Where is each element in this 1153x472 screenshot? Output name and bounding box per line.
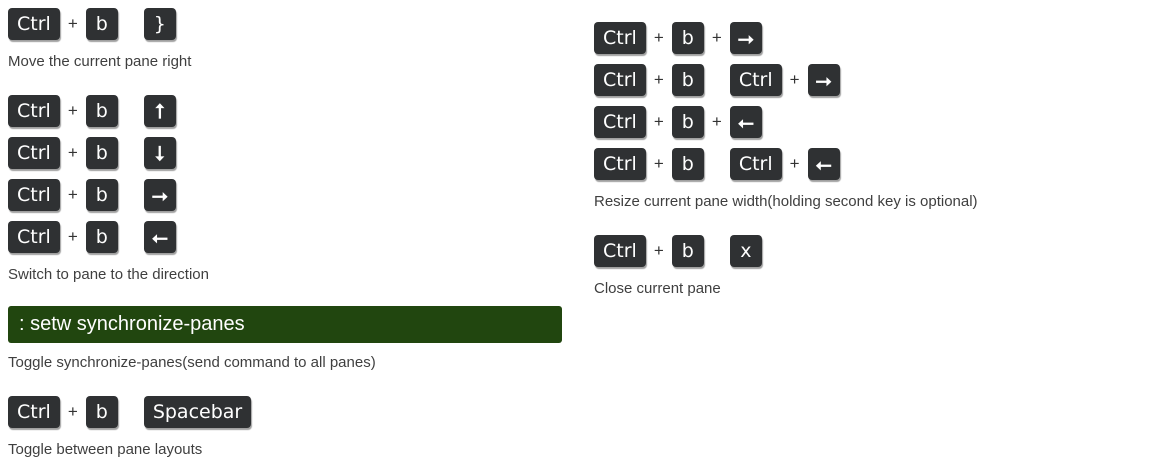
shortcut-switch-left: Ctrl + b ⭠ (8, 220, 176, 254)
plus-sign: + (711, 112, 722, 131)
arrow-right-icon: ⭢ (729, 22, 762, 54)
arrow-left-icon: ⭠ (729, 106, 762, 138)
shortcut-resize-right: Ctrl + b + ⭢ (594, 21, 762, 55)
plus-sign: + (67, 101, 78, 120)
ctrl-key: Ctrl (729, 64, 782, 96)
arrow-left-icon: ⭠ (807, 148, 840, 180)
ctrl-key: Ctrl (8, 8, 60, 40)
b-key: b (85, 396, 118, 428)
close-brace-key: } (143, 8, 176, 40)
plus-sign: + (653, 154, 664, 173)
ctrl-key: Ctrl (594, 106, 646, 138)
b-key: b (671, 106, 704, 138)
shortcut-resize-right-held: Ctrl + b Ctrl + ⭢ (594, 63, 840, 97)
plus-sign: + (67, 143, 78, 162)
b-key: b (671, 235, 704, 267)
toggle-layouts-description: Toggle between pane layouts (8, 441, 203, 458)
ctrl-key: Ctrl (594, 22, 646, 54)
arrow-down-icon: ⭣ (143, 137, 176, 169)
plus-sign: + (67, 227, 78, 246)
ctrl-key: Ctrl (729, 148, 782, 180)
x-key: x (729, 235, 762, 267)
plus-sign: + (653, 28, 664, 47)
arrow-up-icon: ⭡ (143, 95, 176, 127)
plus-sign: + (653, 241, 664, 260)
shortcut-resize-left-held: Ctrl + b Ctrl + ⭠ (594, 147, 840, 181)
ctrl-key: Ctrl (8, 396, 60, 428)
b-key: b (671, 148, 704, 180)
sync-panes-description: Toggle synchronize-panes(send command to… (8, 354, 376, 371)
b-key: b (671, 64, 704, 96)
plus-sign: + (653, 112, 664, 131)
ctrl-key: Ctrl (8, 137, 60, 169)
ctrl-key: Ctrl (8, 95, 60, 127)
plus-sign: + (789, 70, 800, 89)
shortcut-move-pane-right: Ctrl + b } (8, 7, 176, 41)
ctrl-key: Ctrl (8, 179, 60, 211)
plus-sign: + (67, 402, 78, 421)
b-key: b (85, 179, 118, 211)
shortcut-close-pane: Ctrl + b x (594, 234, 762, 268)
plus-sign: + (653, 70, 664, 89)
plus-sign: + (67, 185, 78, 204)
ctrl-key: Ctrl (594, 148, 646, 180)
plus-sign: + (711, 28, 722, 47)
plus-sign: + (67, 14, 78, 33)
sync-panes-command: : setw synchronize-panes (8, 306, 562, 343)
ctrl-key: Ctrl (594, 235, 646, 267)
b-key: b (671, 22, 704, 54)
b-key: b (85, 95, 118, 127)
b-key: b (85, 221, 118, 253)
arrow-left-icon: ⭠ (143, 221, 176, 253)
plus-sign: + (789, 154, 800, 173)
resize-pane-description: Resize current pane width(holding second… (594, 193, 978, 210)
close-pane-description: Close current pane (594, 280, 721, 297)
move-pane-right-description: Move the current pane right (8, 53, 192, 70)
b-key: b (85, 8, 118, 40)
b-key: b (85, 137, 118, 169)
shortcut-toggle-layouts: Ctrl + b Spacebar (8, 395, 252, 429)
ctrl-key: Ctrl (8, 221, 60, 253)
ctrl-key: Ctrl (594, 64, 646, 96)
switch-pane-description: Switch to pane to the direction (8, 266, 209, 283)
arrow-right-icon: ⭢ (143, 179, 176, 211)
spacebar-key: Spacebar (143, 396, 252, 428)
shortcut-switch-up: Ctrl + b ⭡ (8, 94, 176, 128)
shortcut-switch-right: Ctrl + b ⭢ (8, 178, 176, 212)
shortcut-switch-down: Ctrl + b ⭣ (8, 136, 176, 170)
shortcut-resize-left: Ctrl + b + ⭠ (594, 105, 762, 139)
arrow-right-icon: ⭢ (807, 64, 840, 96)
